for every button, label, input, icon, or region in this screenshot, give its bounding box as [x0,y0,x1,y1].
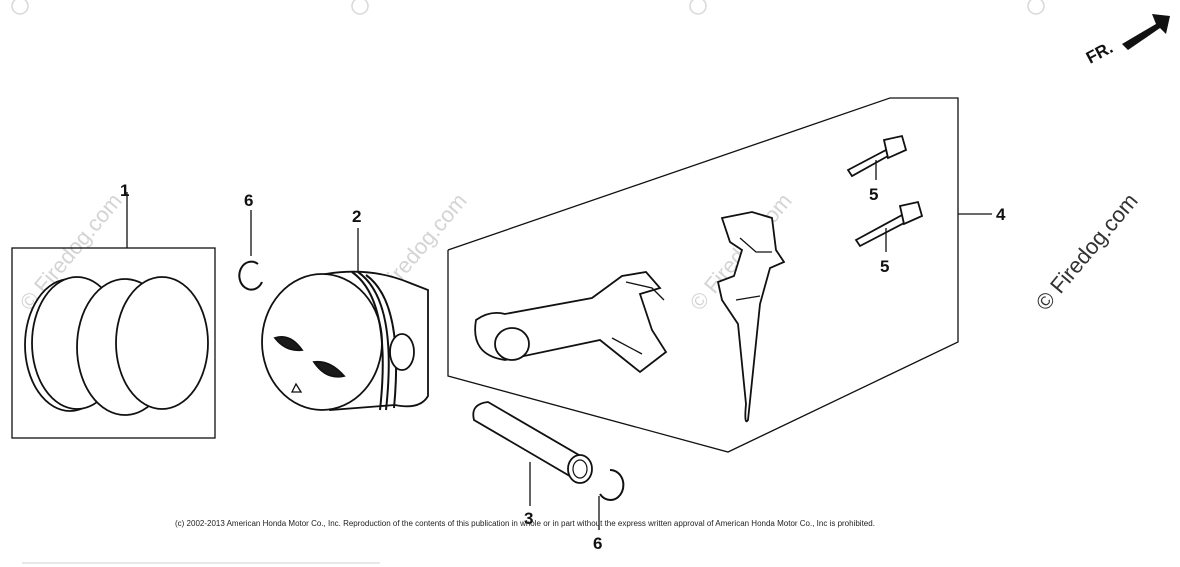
front-arrow-icon [1122,14,1170,50]
callout-2: 2 [352,207,361,226]
callout-4: 4 [996,205,1006,224]
callout-6a: 6 [244,191,253,210]
callout-1: 1 [120,181,129,200]
piston-pin-clip-lower [598,468,625,530]
front-direction-label: FR. [1083,38,1116,68]
connecting-rod-assembly [447,97,992,453]
piston-pin-clip-upper [238,210,263,291]
watermark-marks [11,0,1045,15]
callout-3: 3 [524,509,533,528]
watermark-text: © Firedog.com [1031,188,1143,315]
callout-6b: 6 [593,534,602,553]
piston-pin [472,401,593,506]
piston-ring-set [11,192,216,439]
piston [261,228,429,411]
copyright-notice: (c) 2002-2013 American Honda Motor Co., … [175,519,875,528]
front-direction-indicator: FR. [1083,14,1170,68]
callout-5b: 5 [880,257,889,276]
callout-5a: 5 [869,185,878,204]
